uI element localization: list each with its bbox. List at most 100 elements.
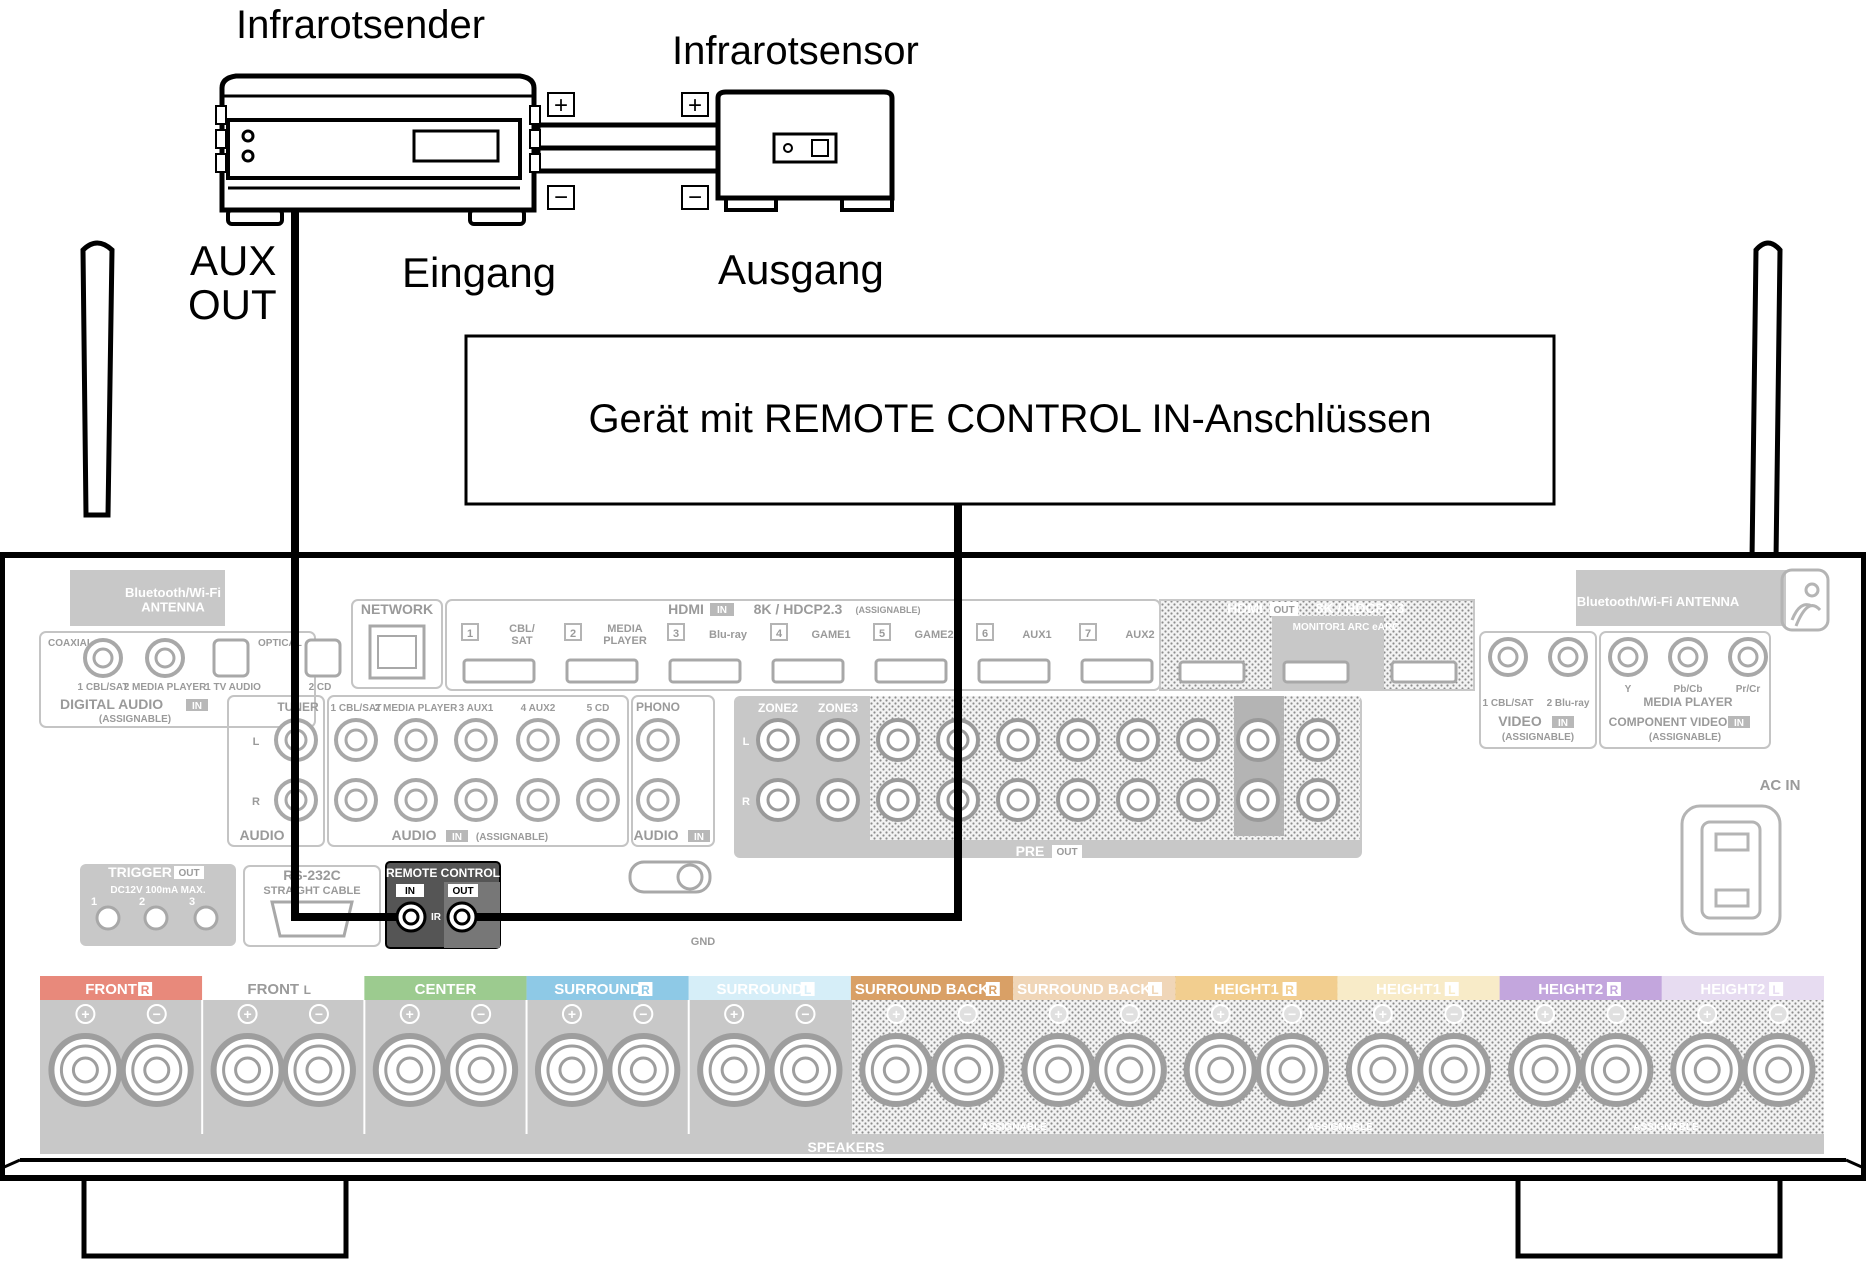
hdmi-in-port[interactable] [771,658,845,684]
pre-out-jack[interactable] [756,778,800,822]
audio-jack-r[interactable] [454,778,498,822]
video-input-1: 1 CBL/SAT [1483,698,1534,709]
video-jack-2[interactable] [1548,637,1588,677]
rc-in-tag: IN [405,886,415,897]
hdmi-in-port[interactable] [668,658,742,684]
pre-out-jack[interactable] [1296,718,1340,762]
coaxial-jack-2[interactable] [145,638,185,678]
output-label: Ausgang [718,246,884,293]
video-jack-1[interactable] [1488,637,1528,677]
pre-r-mark: R [742,796,750,808]
assignable-label-3: ASSIGNABLE [1633,1122,1699,1133]
component-jack-pb[interactable] [1668,637,1708,677]
pre-out-jack[interactable] [996,778,1040,822]
speaker-group-label: FRONT [247,981,299,998]
speaker-side-mark: R [641,983,650,997]
optical-jack-1[interactable] [212,638,250,678]
speaker-polarity-mark: − [477,1006,485,1022]
digital-input-3: 1 TV AUDIO [205,682,261,693]
hdmi-out-port-3[interactable] [1390,660,1458,684]
speaker-group-label: HEIGHT2 [1538,981,1603,998]
hdmi-in-number: 5 [879,628,885,640]
speaker-polarity-mark: − [1612,1006,1620,1022]
audio-jack-r[interactable] [516,778,560,822]
speaker-group-header [526,976,689,1000]
audio-jack-l[interactable] [454,718,498,762]
pre-out-jack[interactable] [816,778,860,822]
hdmi-in-number: 6 [982,628,988,640]
zone2-label: ZONE2 [758,701,798,715]
audio-jack-r[interactable] [334,778,378,822]
digital-audio-section: COAXIAL OPTICAL 1 CBL/SAT 2 MEDIA PLAYER… [39,631,342,728]
speaker-side-mark: R [988,983,997,997]
hdmi-out-spec: 8K / HDCP2.3 [1316,600,1405,616]
hdmi-in-port[interactable] [462,658,536,684]
coaxial-label: COAXIAL [48,638,93,649]
phono-jack-l[interactable] [636,718,680,762]
pre-out-jack[interactable] [756,718,800,762]
hdmi-in-number: 4 [776,628,783,640]
network-section: NETWORK [351,599,443,689]
antenna-left [80,240,115,518]
trigger-jack-2[interactable] [143,905,169,931]
hdmi-out-port-2[interactable] [1282,660,1350,684]
coaxial-jack-1[interactable] [83,638,123,678]
phono-jack-r[interactable] [636,778,680,822]
trigger-section: TRIGGER OUT DC12V 100mA MAX. 1 2 3 [80,864,236,946]
trigger-jack-1[interactable] [95,905,121,931]
hdmi-out-label: HDMI [1227,600,1263,616]
hdmi-in-spec: 8K / HDCP2.3 [754,601,843,617]
hdmi-in-port[interactable] [565,658,639,684]
antenna-right [1749,240,1783,563]
pre-out-jack[interactable] [1116,778,1160,822]
optical-jack-2[interactable] [304,638,342,678]
audio-input-label: 4 AUX2 [521,703,556,714]
trigger-jack-3[interactable] [193,905,219,931]
component-jack-pr[interactable] [1728,637,1768,677]
sensor-plus-sign: + [688,92,702,119]
remote-control-label: REMOTE CONTROL [386,866,500,880]
hdmi-out-tag: OUT [1273,605,1294,616]
speaker-side-mark: L [804,983,811,997]
audio-jack-r[interactable] [576,778,620,822]
device-box-label: Gerät mit REMOTE CONTROL IN-Anschlüssen [588,397,1431,441]
trigger-label: TRIGGER [108,864,172,880]
pre-out-jack[interactable] [1056,778,1100,822]
pre-out-jack[interactable] [1056,718,1100,762]
pre-out-jack[interactable] [876,778,920,822]
audio-jack-r[interactable] [394,778,438,822]
ac-in-socket[interactable] [1680,804,1782,936]
pre-out-jack[interactable] [1176,718,1220,762]
audio-jack-l[interactable] [334,718,378,762]
pre-out-jack[interactable] [1296,778,1340,822]
remote-control-section: REMOTE CONTROL IN OUT IR [385,861,501,949]
hdmi-out-port-1[interactable] [1178,660,1246,684]
analog-audio-section: TUNER L R AUDIO PHONO AUDIO IN (ASSIGNAB… [227,695,716,948]
hdmi-in-port[interactable] [1080,658,1154,684]
pre-out-jack[interactable] [1176,778,1220,822]
phono-in-tag: IN [694,832,704,843]
speaker-polarity-mark: − [1450,1006,1458,1022]
receiver-foot-right [1515,1175,1783,1259]
video-in-tag: IN [1558,718,1568,729]
audio-jack-l[interactable] [516,718,560,762]
pre-out-jack[interactable] [876,718,920,762]
pre-out-jack[interactable] [1236,718,1280,762]
hdmi-in-port[interactable] [874,658,948,684]
hdmi-in-port[interactable] [977,658,1051,684]
pre-out-jack[interactable] [1236,778,1280,822]
audio-jack-l[interactable] [394,718,438,762]
audio-jack-l[interactable] [576,718,620,762]
signal-gnd-terminal[interactable] [628,860,712,894]
component-jack-y[interactable] [1608,637,1648,677]
pre-out-jack[interactable] [996,718,1040,762]
pre-out-jack[interactable] [1116,718,1160,762]
speaker-polarity-mark: + [730,1006,738,1022]
signal-gnd-label: GND [691,936,716,948]
speaker-group-header [1661,976,1824,1000]
digital-audio-sub: (ASSIGNABLE) [99,714,171,725]
ir-sensor-device [715,89,895,212]
pre-out-jack[interactable] [816,718,860,762]
